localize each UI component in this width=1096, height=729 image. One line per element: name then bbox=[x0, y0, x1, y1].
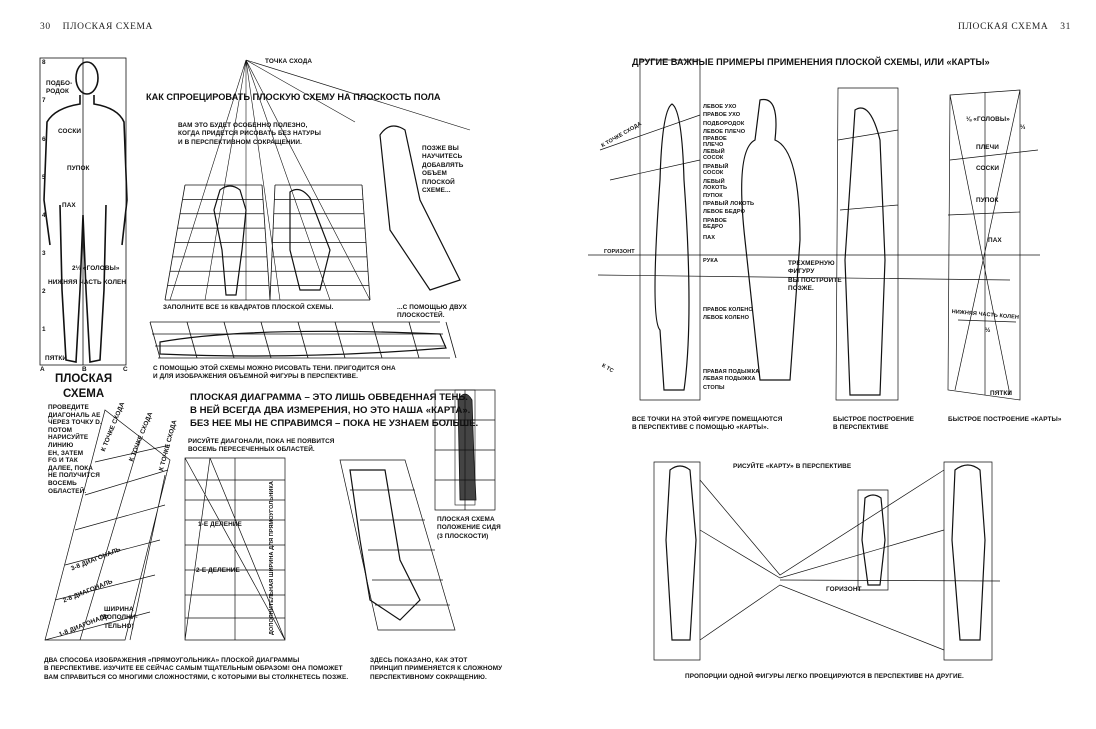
label-groin: ПАХ bbox=[62, 202, 76, 209]
body-point-label: ПОДБОРОДОК bbox=[703, 121, 745, 127]
running-head: ПЛОСКАЯ СХЕМА bbox=[62, 22, 153, 32]
grid-line bbox=[223, 321, 235, 359]
grid-line bbox=[260, 321, 272, 359]
draw-map-label: РИСУЙТЕ «КАРТУ» В ПЕРСПЕКТИВЕ bbox=[733, 463, 852, 470]
diagonal-instructions: ПРОВЕДИТЕ ДИАГОНАЛЬ AE ЧЕРЕЗ ТОЧКУ D. ПО… bbox=[48, 404, 102, 495]
division-1-label: 1-Е ДЕЛЕНИЕ bbox=[198, 521, 242, 528]
label-knees: НИЖНЯЯ ЧАСТЬ КОЛЕН bbox=[48, 279, 127, 286]
grid-number: 7 bbox=[42, 97, 46, 104]
body-point-label: ПРАВОЕ БЕДРО bbox=[703, 218, 727, 231]
body-point-label: РУКА bbox=[703, 258, 718, 264]
body-point-label: СТОПЫ bbox=[703, 385, 725, 391]
front-figure bbox=[43, 61, 128, 363]
grid-line bbox=[445, 321, 457, 359]
grid-line bbox=[334, 321, 346, 359]
body-point-label: ЛЕВЫЙ СОСОК bbox=[703, 149, 725, 162]
body-point-label: ЛЕВОЕ БЕДРО bbox=[703, 209, 746, 215]
horizon-label: ГОРИЗОНТ bbox=[604, 249, 635, 255]
grid-column: B bbox=[82, 366, 87, 373]
label-heels: ПЯТКИ bbox=[45, 355, 68, 362]
grid-line bbox=[261, 184, 271, 301]
horizon-label-lower: ГОРИЗОНТ bbox=[826, 586, 862, 593]
grid-number: 5 bbox=[42, 174, 46, 181]
label-chin: ПОДБО- РОДОК bbox=[46, 80, 73, 96]
division-2-label: 2-Е ДЕЛЕНИЕ bbox=[196, 567, 240, 574]
caption-all-points: ВСЕ ТОЧКИ НА ЭТОЙ ФИГУРЕ ПОМЕЩАЮТСЯ В ПЕ… bbox=[632, 416, 783, 432]
body-point-label: ПРАВАЯ ПОДЫЖКА bbox=[703, 369, 760, 375]
bottom-caption-left: ДВА СПОСОБА ИЗОБРАЖЕНИЯ «ПРЯМОУГОЛЬНИКА»… bbox=[44, 657, 349, 681]
body-point-label: ЛЕВЫЙ ЛОКОТЬ bbox=[703, 179, 728, 192]
map-label-navel: ПУПОК bbox=[976, 197, 999, 204]
three-d-note: ТРЕХМЕРНУЮ ФИГУРУ ВЫ ПОСТРОИТЕ ПОЗЖЕ. bbox=[788, 260, 842, 293]
grid-number: 4 bbox=[42, 212, 46, 219]
width-note: ШИРИНА (ДОПОЛНИ- ТЕЛЬНО) bbox=[100, 606, 138, 630]
extra-width-label: ДОПОЛНИТЕЛЬНАЯ ШИРИНА ДЛЯ ПРЯМОУГОЛЬНИКА bbox=[269, 480, 275, 635]
body-point-label: ПУПОК bbox=[703, 193, 723, 199]
grid-line bbox=[408, 321, 420, 359]
body-point-label: ПАХ bbox=[703, 235, 716, 241]
map-label-nipples: СОСКИ bbox=[976, 165, 1000, 172]
label-navel: ПУПОК bbox=[67, 165, 90, 172]
grid-number: 6 bbox=[42, 136, 46, 143]
map-label-groin: ПАХ bbox=[988, 237, 1002, 244]
caption-quick-perspective: БЫСТРОЕ ПОСТРОЕНИЕ В ПЕРСПЕКТИВЕ bbox=[833, 416, 915, 432]
body-point-label: ЛЕВОЕ УХО bbox=[703, 104, 737, 110]
running-head: ПЛОСКАЯ СХЕМА bbox=[958, 22, 1049, 32]
grid-column: C bbox=[123, 366, 128, 373]
left-page-header: 30 ПЛОСКАЯ СХЕМА bbox=[40, 22, 153, 32]
right-page-header: ПЛОСКАЯ СХЕМА 31 bbox=[958, 22, 1071, 32]
map-label-head: ⅛ «ГОЛОВЫ» bbox=[966, 116, 1010, 123]
grid-number: 3 bbox=[42, 250, 46, 257]
seated-caption: ПЛОСКАЯ СХЕМА ПОЛОЖЕНИЕ СИДЯ (3 ПЛОСКОСТ… bbox=[437, 516, 501, 540]
draw-diagonals-note: РИСУЙТЕ ДИАГОНАЛИ, ПОКА НЕ ПОЯВИТСЯ ВОСЕ… bbox=[188, 438, 335, 454]
diagram-statement: ПЛОСКАЯ ДИАГРАММА – ЭТО ЛИШЬ ОБВЕДЕННАЯ … bbox=[190, 392, 479, 429]
grid-line bbox=[297, 321, 309, 359]
page-number: 30 bbox=[40, 22, 51, 32]
grid-line bbox=[269, 184, 276, 301]
floor-figures bbox=[159, 98, 986, 641]
grid-column: A bbox=[40, 366, 45, 373]
grid-line bbox=[361, 184, 371, 301]
map-label-half: ½ bbox=[985, 327, 991, 334]
map-label-heels: ПЯТКИ bbox=[990, 390, 1013, 397]
projection-title: КАК СПРОЕЦИРОВАТЬ ПЛОСКУЮ СХЕМУ НА ПЛОСК… bbox=[146, 92, 441, 102]
two-planes-caption: ...С ПОМОЩЬЮ ДВУХ ПЛОСКОСТЕЙ. bbox=[397, 304, 467, 320]
body-point-label: ПРАВОЕ ПЛЕЧО bbox=[703, 136, 727, 149]
grid-line bbox=[164, 184, 186, 301]
grid-line bbox=[186, 321, 198, 359]
grid-line bbox=[149, 321, 161, 359]
body-point-label: ПРАВОЕ УХО bbox=[703, 112, 741, 118]
fill-caption: ЗАПОЛНИТЕ ВСЕ 16 КВАДРАТОВ ПЛОСКОЙ СХЕМЫ… bbox=[163, 304, 334, 311]
volume-note: ПОЗЖЕ ВЫ НАУЧИТЕСЬ ДОБАВЛЯТЬ ОБЪЕМ ПЛОСК… bbox=[422, 145, 464, 195]
vanishing-point-label: ТОЧКА СХОДА bbox=[265, 58, 313, 65]
body-point-label: ЛЕВАЯ ПОДЫЖКА bbox=[703, 376, 756, 382]
section-title: ПЛОСКАЯ СХЕМА bbox=[55, 373, 113, 400]
label-nipples: СОСКИ bbox=[58, 128, 82, 135]
bottom-caption-middle: ЗДЕСЬ ПОКАЗАНО, КАК ЭТОТ ПРИНЦИП ПРИМЕНЯ… bbox=[370, 657, 503, 681]
right-bottom-caption: ПРОПОРЦИИ ОДНОЙ ФИГУРЫ ЛЕГКО ПРОЕЦИРУЮТС… bbox=[685, 673, 964, 680]
caption-quick-map: БЫСТРОЕ ПОСТРОЕНИЕ «КАРТЫ» bbox=[948, 416, 1062, 423]
grid-number: 2 bbox=[42, 288, 46, 295]
right-page-title: ДРУГИЕ ВАЖНЫЕ ПРИМЕРЫ ПРИМЕНЕНИЯ ПЛОСКОЙ… bbox=[632, 57, 990, 67]
map-construction-lines bbox=[588, 59, 1040, 661]
body-point-label: ПРАВОЕ КОЛЕНО bbox=[703, 307, 753, 313]
vanishing-rays bbox=[169, 59, 471, 301]
body-point-label: ПРАВЫЙ СОСОК bbox=[703, 164, 729, 177]
map-label-third: ⅓ bbox=[1020, 124, 1026, 131]
body-point-label: ПРАВЫЙ ЛОКОТЬ bbox=[703, 201, 755, 207]
grid-number: 1 bbox=[42, 326, 46, 333]
map-label-shoulders: ПЛЕЧИ bbox=[976, 144, 999, 151]
body-point-label: ЛЕВОЕ ПЛЕЧО bbox=[703, 129, 746, 135]
page-number: 31 bbox=[1060, 22, 1071, 32]
shadow-caption: С ПОМОЩЬЮ ЭТОЙ СХЕМЫ МОЖНО РИСОВАТЬ ТЕНИ… bbox=[153, 365, 396, 381]
grid-number: 8 bbox=[42, 59, 46, 66]
label-heads-width: 2⅓ «ГОЛОВЫ» bbox=[72, 265, 120, 272]
body-point-label: ЛЕВОЕ КОЛЕНО bbox=[703, 315, 750, 321]
projection-note: ВАМ ЭТО БУДЕТ ОСОБЕННО ПОЛЕЗНО, КОГДА ПР… bbox=[178, 122, 321, 146]
